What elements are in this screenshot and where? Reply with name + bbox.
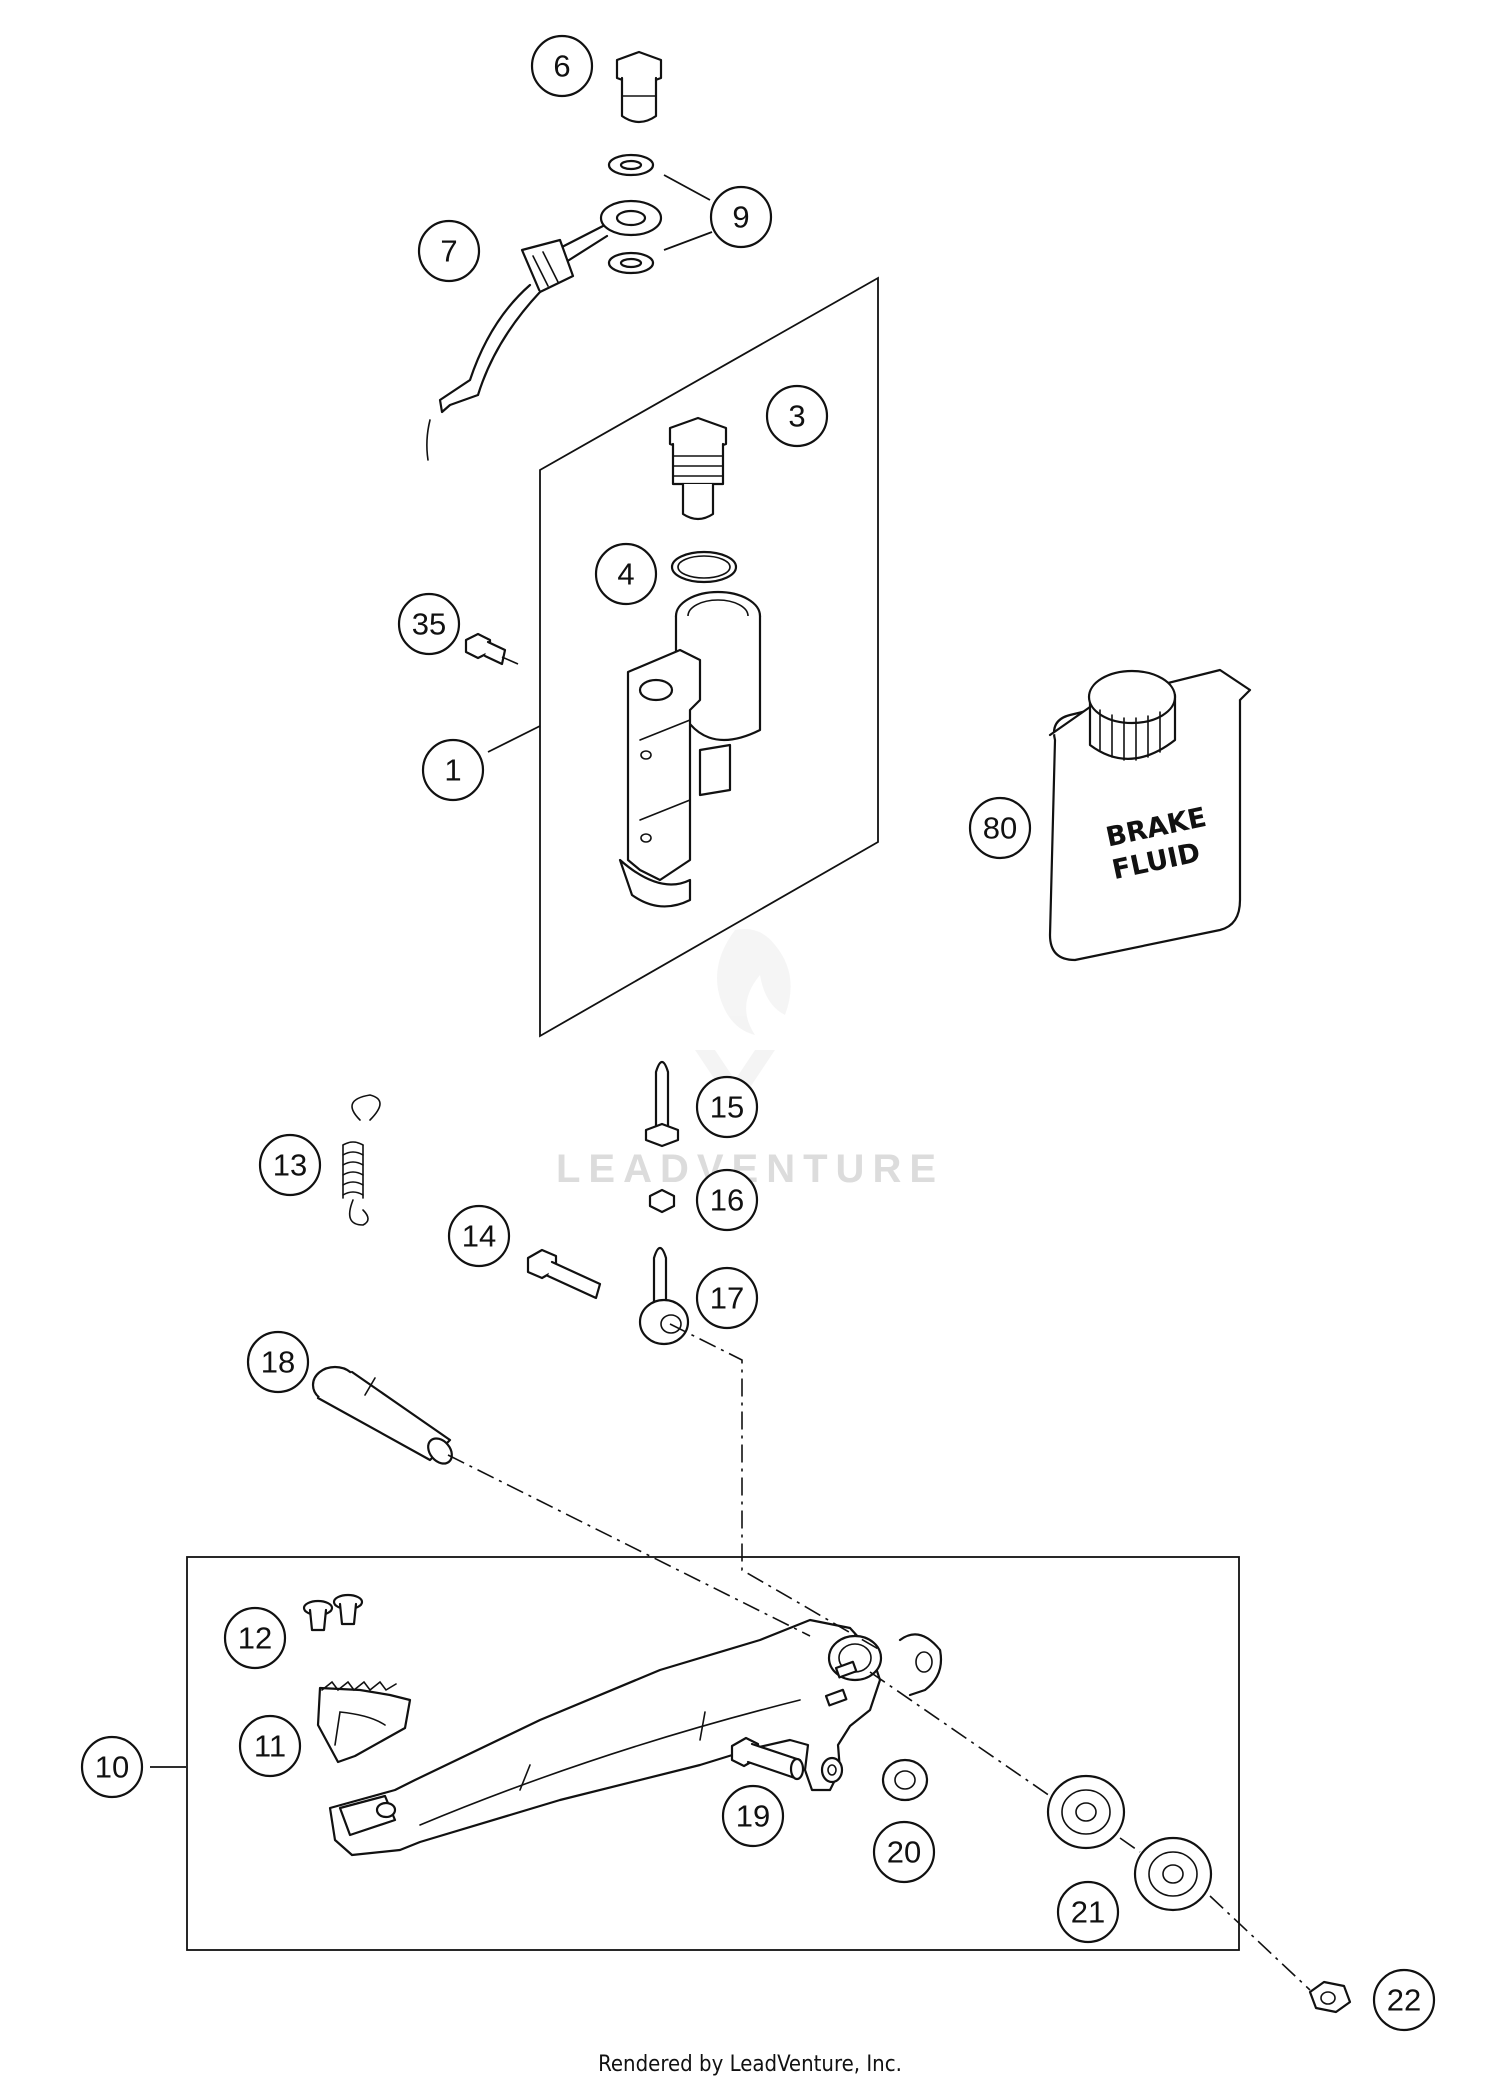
callout-13: 13 [258, 1133, 322, 1197]
callout-17: 17 [695, 1266, 759, 1330]
callout-circle [594, 542, 658, 606]
callout-1: 1 [421, 738, 485, 802]
master-cylinder-part [618, 590, 762, 908]
peg-tip-part [316, 1680, 412, 1764]
callout-number: 11 [254, 1729, 286, 1764]
callout-7: 7 [417, 219, 481, 283]
callout-circle [238, 1714, 302, 1778]
pivot-nut-part [1308, 1980, 1352, 2014]
nut-part [648, 1188, 676, 1214]
screw-part [464, 632, 507, 666]
callout-80: 80 [968, 796, 1032, 860]
callout-number: 16 [710, 1183, 744, 1218]
washer-parts [607, 153, 655, 275]
axis-clevis [669, 1323, 881, 1651]
callout-number: 35 [412, 607, 446, 642]
bearings-part [1046, 1774, 1213, 1912]
callout-circle [80, 1735, 144, 1799]
callout-circle [530, 34, 594, 98]
bolt-part [526, 1248, 602, 1300]
callout-number: 9 [732, 200, 749, 235]
pivot-sleeve-part [311, 1365, 453, 1465]
callout-circle [1056, 1880, 1120, 1944]
callout-number: 21 [1071, 1895, 1105, 1930]
callout-circle [872, 1820, 936, 1884]
axis-pivot-bearings [869, 1671, 1311, 1991]
callout-number: 15 [710, 1090, 744, 1125]
leader-lines [150, 174, 713, 1768]
clevis-part [638, 1246, 690, 1346]
footer-credit: Rendered by LeadVenture, Inc. [598, 2052, 902, 2077]
callout-circle [695, 1168, 759, 1232]
callout-6: 6 [530, 34, 594, 98]
callout-circle [695, 1075, 759, 1139]
callout-number: 4 [617, 557, 634, 592]
callout-number: 22 [1387, 1983, 1421, 2018]
callout-number: 6 [553, 49, 570, 84]
brake-hose-part [426, 199, 663, 461]
reservoir-fitting-part [668, 416, 728, 521]
o-ring-part [670, 550, 738, 584]
callout-circle [421, 738, 485, 802]
brake-fluid-can-part: BRAKE FLUID [1048, 668, 1252, 962]
callout-14: 14 [447, 1204, 511, 1268]
banjo-bolt-part [615, 50, 663, 124]
push-rod-part [644, 1060, 680, 1148]
bushing-part [881, 1758, 929, 1802]
callout-number: 10 [95, 1750, 129, 1785]
cylinder-group-box [539, 276, 879, 1038]
callout-number: 1 [444, 753, 461, 788]
callout-22: 22 [1372, 1968, 1436, 2032]
callout-35: 35 [397, 592, 461, 656]
callout-12: 12 [223, 1606, 287, 1670]
callout-circle [246, 1330, 310, 1394]
callout-circle [397, 592, 461, 656]
callout-circle [258, 1133, 322, 1197]
callout-21: 21 [1056, 1880, 1120, 1944]
callout-circle [447, 1204, 511, 1268]
callout-20: 20 [872, 1820, 936, 1884]
callout-circle [1372, 1968, 1436, 2032]
callout-11: 11 [238, 1714, 302, 1778]
screws-part [302, 1593, 364, 1632]
callout-number: 80 [983, 811, 1017, 846]
brake-pedal-part [328, 1618, 943, 1857]
callout-number: 19 [736, 1799, 770, 1834]
callout-number: 17 [710, 1281, 744, 1316]
callout-number: 3 [788, 399, 805, 434]
callout-19: 19 [721, 1784, 785, 1848]
callout-18: 18 [246, 1330, 310, 1394]
callout-circle [223, 1606, 287, 1670]
callout-10: 10 [80, 1735, 144, 1799]
callout-number: 12 [238, 1621, 272, 1656]
callout-circle [695, 1266, 759, 1330]
callout-number: 20 [887, 1835, 921, 1870]
callout-circle [765, 384, 829, 448]
callout-4: 4 [594, 542, 658, 606]
callout-number: 18 [261, 1345, 295, 1380]
callout-number: 14 [462, 1219, 496, 1254]
callout-15: 15 [695, 1075, 759, 1139]
callout-number: 13 [273, 1148, 307, 1183]
callout-number: 7 [440, 234, 457, 269]
callout-circle [721, 1784, 785, 1848]
callout-circle [709, 185, 773, 249]
pedal-group-box [186, 1556, 1240, 1951]
callout-9: 9 [709, 185, 773, 249]
callout-circle [417, 219, 481, 283]
axis-pivot-sleeve [447, 1454, 811, 1637]
spring-part [342, 1094, 381, 1226]
callout-3: 3 [765, 384, 829, 448]
callout-16: 16 [695, 1168, 759, 1232]
stud-part [730, 1736, 805, 1781]
axis-screw [501, 656, 519, 665]
callout-circle [968, 796, 1032, 860]
